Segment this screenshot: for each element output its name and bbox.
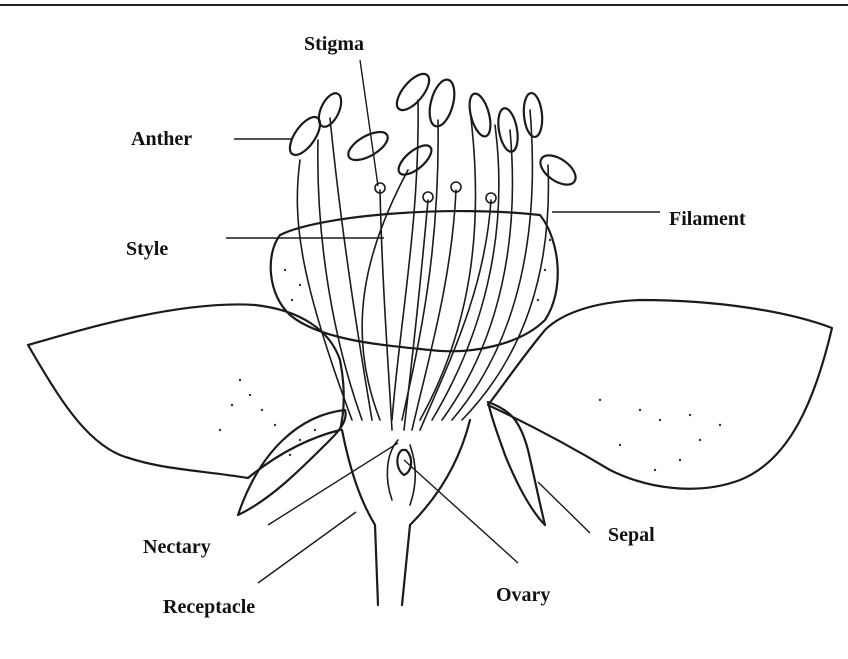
label-style: Style xyxy=(126,239,168,259)
right-petal xyxy=(488,300,832,489)
label-stigma: Stigma xyxy=(304,34,364,54)
left-petal xyxy=(28,304,344,478)
nectary-leader xyxy=(268,443,398,525)
label-nectary: Nectary xyxy=(143,537,211,557)
right-sepal xyxy=(488,402,545,525)
label-sepal: Sepal xyxy=(608,525,655,545)
label-anther: Anther xyxy=(131,129,192,149)
calyx-cup xyxy=(271,211,558,351)
label-receptacle: Receptacle xyxy=(163,597,255,617)
anthers xyxy=(284,69,581,191)
stigma-leader xyxy=(360,60,378,186)
leader-lines xyxy=(226,60,660,583)
left-sepal xyxy=(238,410,346,515)
ovary-cavity xyxy=(397,450,411,475)
label-ovary: Ovary xyxy=(496,585,550,605)
label-filament: Filament xyxy=(669,209,746,229)
receptacle-outline xyxy=(342,420,470,605)
